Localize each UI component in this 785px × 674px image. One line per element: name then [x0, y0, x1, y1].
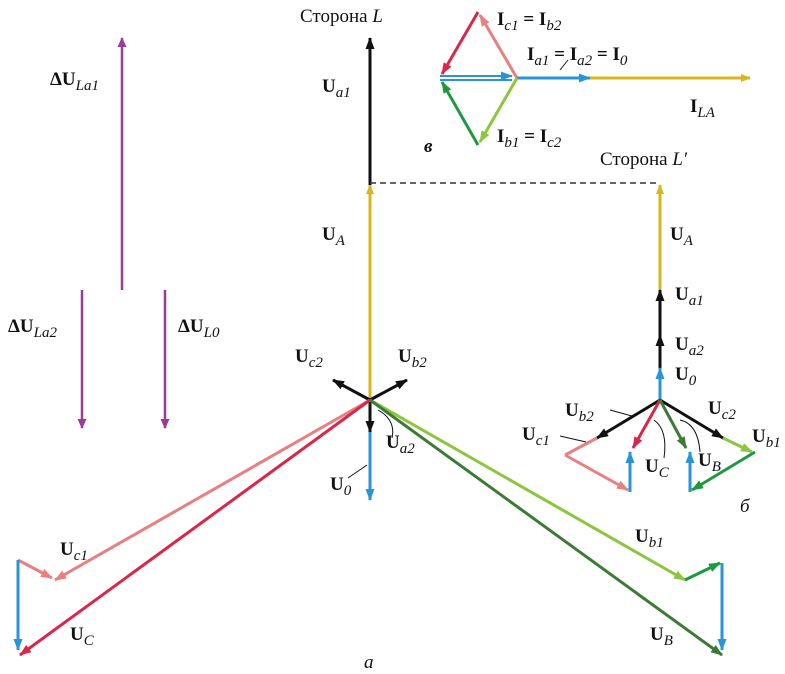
label-dULa1: ΔULa1	[50, 69, 99, 94]
label-a-UA: UA	[322, 224, 346, 249]
labels: Сторона L Сторона L′ а б в ΔULa1 ΔULa2 Δ…	[8, 6, 781, 673]
caption-side-l: Сторона L	[300, 6, 383, 27]
label-b-Uc2: Uc2	[708, 398, 736, 423]
caption-side-l-prime: Сторона L′	[600, 149, 688, 170]
label-a-UC: UC	[70, 624, 95, 649]
label-b-Ub1: Ub1	[752, 426, 781, 451]
panel-a-label: а	[364, 652, 374, 673]
diagram-a	[13, 37, 727, 657]
vector-b-b-segment	[691, 450, 756, 492]
label-b-Ua1: Ua1	[675, 284, 704, 309]
vector-Uc1	[54, 398, 371, 582]
panel-v-label: в	[424, 136, 433, 157]
leader-b-UC	[653, 419, 666, 459]
label-a-Ub2: Ub2	[398, 346, 427, 371]
vector-Ub1	[369, 398, 686, 582]
leader-b-Uc1	[559, 435, 587, 443]
label-b-U0: U0	[675, 364, 697, 389]
label-b-UA: UA	[670, 224, 694, 249]
label-a-Uc1: Uc1	[60, 539, 88, 564]
vector-b2-segment	[684, 561, 721, 582]
label-v-bot: Ib1 = Ic2	[497, 126, 562, 151]
vector-b-Uc2	[659, 398, 724, 440]
label-dUL0: ΔUL0	[178, 316, 220, 341]
label-b-UB: UB	[698, 450, 721, 475]
label-b-Ua2: Ua2	[675, 334, 704, 359]
vector-b-Uc1	[564, 436, 598, 457]
label-v-mid: Ia1 = Ia2 = I0	[527, 44, 628, 69]
label-v-ILA: ILA	[690, 96, 716, 121]
vector-b-Ub2	[596, 398, 661, 440]
label-a-Ua1: Ua1	[322, 76, 351, 101]
vector-b-UB	[658, 399, 688, 449]
label-a-UB: UB	[650, 624, 673, 649]
vector-b-UC	[631, 399, 662, 449]
vector-b-Ub1	[722, 436, 753, 454]
label-v-top: Ic1 = Ib2	[497, 9, 562, 34]
leader-b-Ub2	[609, 409, 633, 417]
leader-b-UB	[679, 419, 701, 453]
vector-UC	[19, 398, 371, 657]
diagram-b	[559, 184, 756, 492]
label-a-Ub1: Ub1	[635, 526, 664, 551]
vector-Uc2	[332, 378, 371, 402]
label-b-Uc1: Uc1	[522, 424, 550, 449]
label-dULa2: ΔULa2	[8, 316, 57, 341]
diagram-v	[440, 11, 751, 146]
label-a-Ua2: Ua2	[386, 432, 415, 457]
leader-Ua2	[377, 409, 394, 439]
vector-c2-segment	[17, 558, 53, 580]
vector-v-red	[440, 11, 480, 75]
label-a-U0: U0	[330, 474, 352, 499]
panel-b-label: б	[740, 496, 751, 517]
vector-v-lightgreen	[478, 77, 519, 143]
label-b-UC: UC	[645, 456, 670, 481]
vector-b-c-segment	[564, 453, 629, 492]
vector-UB	[369, 398, 723, 657]
label-a-Uc2: Uc2	[295, 346, 323, 371]
vector-Ub2	[369, 378, 408, 402]
label-b-Ub2: Ub2	[565, 400, 594, 425]
vector-v-salmon	[478, 14, 519, 79]
delta-u-vectors	[77, 37, 170, 429]
vector-v-darkgreen	[440, 81, 480, 146]
leader-U0	[347, 464, 368, 479]
leader-v-mid	[559, 59, 569, 71]
